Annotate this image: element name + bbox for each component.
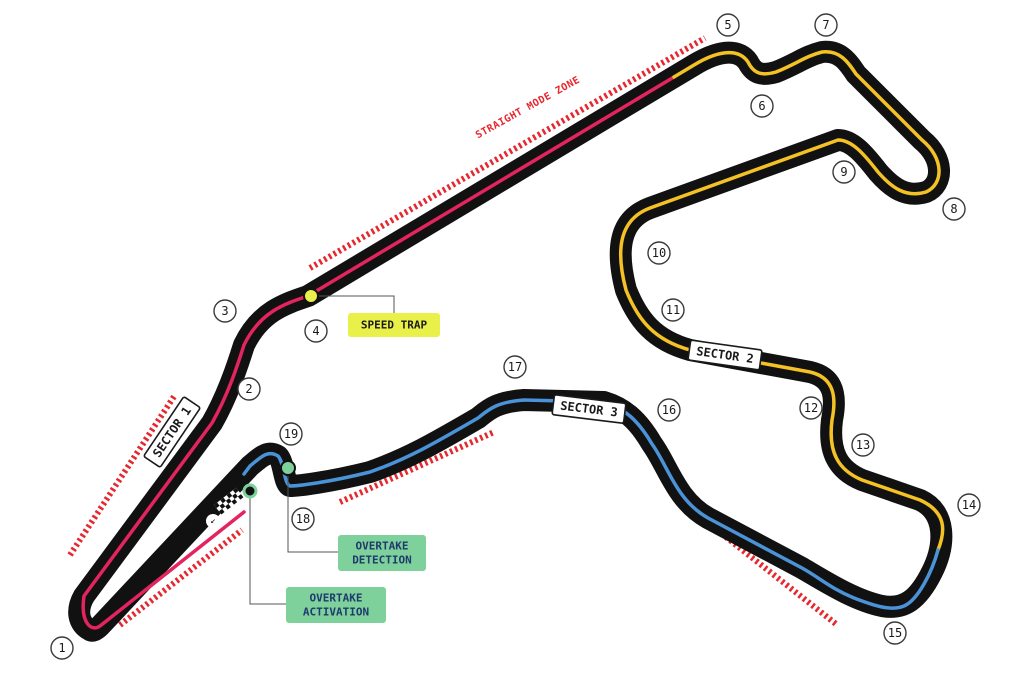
- turn-marker: 2: [237, 377, 261, 401]
- zone-strip-kemmel: [338, 429, 496, 505]
- svg-text:2: 2: [245, 382, 252, 396]
- turn-marker: 4: [304, 319, 328, 343]
- turn-marker: 6: [750, 94, 774, 118]
- svg-text:3: 3: [221, 304, 228, 318]
- svg-text:9: 9: [840, 165, 847, 179]
- svg-text:11: 11: [666, 303, 680, 317]
- svg-text:15: 15: [888, 626, 902, 640]
- turn-marker: 8: [942, 197, 966, 221]
- turn-marker: 7: [814, 13, 838, 37]
- direction-arrow-icon: ↙: [206, 514, 220, 528]
- svg-text:6: 6: [758, 99, 765, 113]
- svg-text:16: 16: [662, 403, 676, 417]
- speed-trap-label: SPEED TRAP: [361, 319, 428, 332]
- track-outline: [68, 40, 953, 642]
- svg-text:8: 8: [950, 202, 957, 216]
- overtake-activation-ring-icon: [242, 483, 258, 499]
- overtake-detection-line1: OVERTAKE: [356, 540, 409, 553]
- overtake-activation-annotation: OVERTAKE ACTIVATION: [242, 483, 386, 623]
- speed-trap-annotation: SPEED TRAP: [303, 288, 440, 337]
- svg-text:18: 18: [296, 512, 310, 526]
- checkered-flag-icon: [214, 487, 245, 517]
- sector-2-line: [618, 50, 945, 552]
- turn-marker: 16: [657, 398, 681, 422]
- turn-marker: 10: [647, 241, 671, 265]
- zone-strip-main-straight: [308, 35, 707, 271]
- turn-marker: 9: [832, 160, 856, 184]
- sector-1-line: [81, 75, 676, 630]
- sector-3-label: SECTOR 3: [559, 399, 618, 420]
- svg-text:4: 4: [312, 324, 319, 338]
- svg-text:1: 1: [58, 641, 65, 655]
- overtake-detection-dot-icon: [280, 460, 296, 476]
- zone-strip-sector1: [67, 393, 178, 557]
- turn-markers: 1 2 3 4 5 6 7 8 9 10 11 12 13 14 15 16 1…: [50, 13, 981, 660]
- overtake-activation-line2: ACTIVATION: [303, 606, 369, 619]
- turn-marker: 14: [957, 493, 981, 517]
- svg-text:13: 13: [856, 438, 870, 452]
- turn-marker: 15: [883, 621, 907, 645]
- turn-marker: 13: [851, 433, 875, 457]
- turn-marker: 18: [291, 507, 315, 531]
- svg-text:17: 17: [508, 360, 522, 374]
- turn-marker: 12: [799, 396, 823, 420]
- overtake-detection-line2: DETECTION: [352, 554, 412, 567]
- svg-text:10: 10: [652, 246, 666, 260]
- turn-marker: 19: [279, 422, 303, 446]
- svg-text:7: 7: [822, 18, 829, 32]
- turn-marker: 1: [50, 636, 74, 660]
- turn-marker: 3: [213, 299, 237, 323]
- svg-text:5: 5: [724, 18, 731, 32]
- zone-strip-start: [118, 527, 244, 628]
- sector-2-badge: SECTOR 2: [687, 339, 763, 371]
- svg-text:12: 12: [804, 401, 818, 415]
- overtake-activation-line1: OVERTAKE: [310, 592, 363, 605]
- speed-trap-dot-icon: [303, 288, 319, 304]
- svg-text:19: 19: [284, 427, 298, 441]
- turn-marker: 11: [661, 298, 685, 322]
- svg-text:↙: ↙: [210, 516, 215, 526]
- overtake-detection-annotation: OVERTAKE DETECTION: [280, 460, 426, 571]
- turn-marker: 17: [503, 355, 527, 379]
- sector-3-badge: SECTOR 3: [551, 394, 627, 424]
- svg-text:14: 14: [962, 498, 976, 512]
- turn-marker: 5: [716, 13, 740, 37]
